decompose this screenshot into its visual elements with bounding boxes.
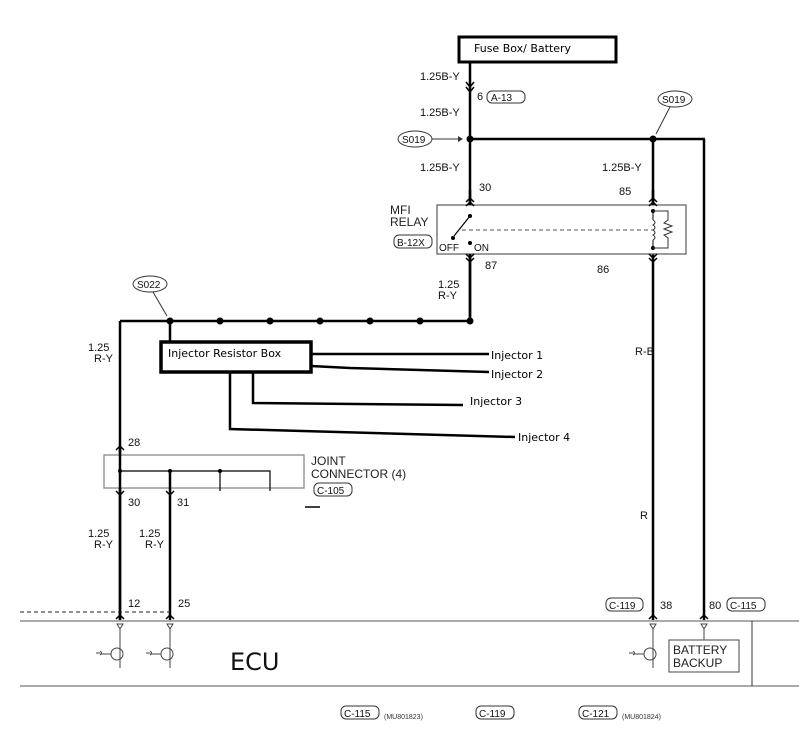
legend-c121-part: (MU801824) bbox=[622, 714, 661, 721]
splice-s022: S022 bbox=[137, 280, 161, 291]
pin-28: 28 bbox=[128, 437, 140, 449]
relay-on: ON bbox=[474, 243, 489, 254]
pin-30b: 30 bbox=[128, 497, 140, 509]
connector-c115: C-115 bbox=[730, 601, 757, 612]
injector-2: Injector 2 bbox=[491, 368, 543, 381]
splice-s019-left: S019 bbox=[402, 135, 426, 146]
pin-31: 31 bbox=[177, 497, 189, 509]
joint-label-2: CONNECTOR (4) bbox=[311, 467, 406, 481]
legend-c115: C-115 bbox=[344, 709, 371, 720]
connector-a13: A-13 bbox=[491, 93, 513, 104]
transistor-icon bbox=[96, 623, 708, 668]
wire-label-3: 1.25B-Y bbox=[420, 162, 460, 174]
injector-resistor-box bbox=[159, 340, 313, 374]
wire-label-5-top: 1.25 bbox=[438, 279, 459, 291]
pin-30: 30 bbox=[479, 182, 491, 194]
legend-c121: C-121 bbox=[582, 709, 610, 720]
splice-s019-right-badge bbox=[657, 90, 693, 108]
relay-name-1: MFI bbox=[390, 203, 411, 217]
injector-1: Injector 1 bbox=[491, 349, 543, 362]
battery-backup-1: BATTERY bbox=[673, 643, 727, 657]
pin-85: 85 bbox=[619, 186, 631, 198]
pin-87: 87 bbox=[485, 260, 497, 272]
splice-s019-right: S019 bbox=[662, 95, 686, 106]
wire-label-8-top: 1.25 bbox=[139, 528, 160, 540]
joint-connector-id: C-105 bbox=[317, 486, 345, 497]
relay-off: OFF bbox=[439, 243, 459, 254]
relay-name-2: RELAY bbox=[390, 215, 428, 229]
resistor-box-label: Injector Resistor Box bbox=[168, 347, 282, 360]
wire-label-6-bot: R-Y bbox=[94, 353, 114, 365]
wire-label-8-bot: R-Y bbox=[145, 539, 165, 551]
legend-c119: C-119 bbox=[479, 709, 506, 720]
fuse-box-label: Fuse Box/ Battery bbox=[474, 42, 572, 55]
pin-25: 25 bbox=[178, 598, 190, 610]
wire-label-2: 1.25B-Y bbox=[420, 107, 460, 119]
connector-arrow-icon bbox=[465, 81, 475, 94]
pin-86: 86 bbox=[597, 264, 609, 276]
wire-label-r: R bbox=[640, 510, 648, 522]
wire-label-6-top: 1.25 bbox=[88, 342, 109, 354]
injector-3: Injector 3 bbox=[470, 395, 522, 408]
pin-12: 12 bbox=[128, 598, 140, 610]
wire-label-4: 1.25B-Y bbox=[602, 162, 642, 174]
fuse-box bbox=[457, 35, 618, 64]
pin-38: 38 bbox=[660, 600, 672, 612]
wire-label-rb: R-B bbox=[635, 346, 654, 358]
battery-backup-2: BACKUP bbox=[673, 656, 722, 670]
ecu-label: ECU bbox=[230, 648, 280, 676]
wire-label-7-bot: R-Y bbox=[94, 539, 114, 551]
legend-c115-part: (MU801823) bbox=[384, 714, 423, 721]
battery-backup-box bbox=[668, 639, 740, 673]
connector-c119: C-119 bbox=[609, 601, 636, 612]
connector-a13-badge bbox=[486, 90, 526, 104]
wire-label-5-bot: R-Y bbox=[438, 290, 458, 302]
pin-80: 80 bbox=[709, 600, 721, 612]
wire-label-7-top: 1.25 bbox=[88, 528, 109, 540]
wire-label-1: 1.25B-Y bbox=[420, 71, 460, 83]
injector-4: Injector 4 bbox=[518, 431, 570, 444]
relay-connector: B-12X bbox=[397, 238, 425, 249]
joint-label-1: JOINT bbox=[311, 454, 346, 468]
pin-6: 6 bbox=[477, 91, 483, 103]
